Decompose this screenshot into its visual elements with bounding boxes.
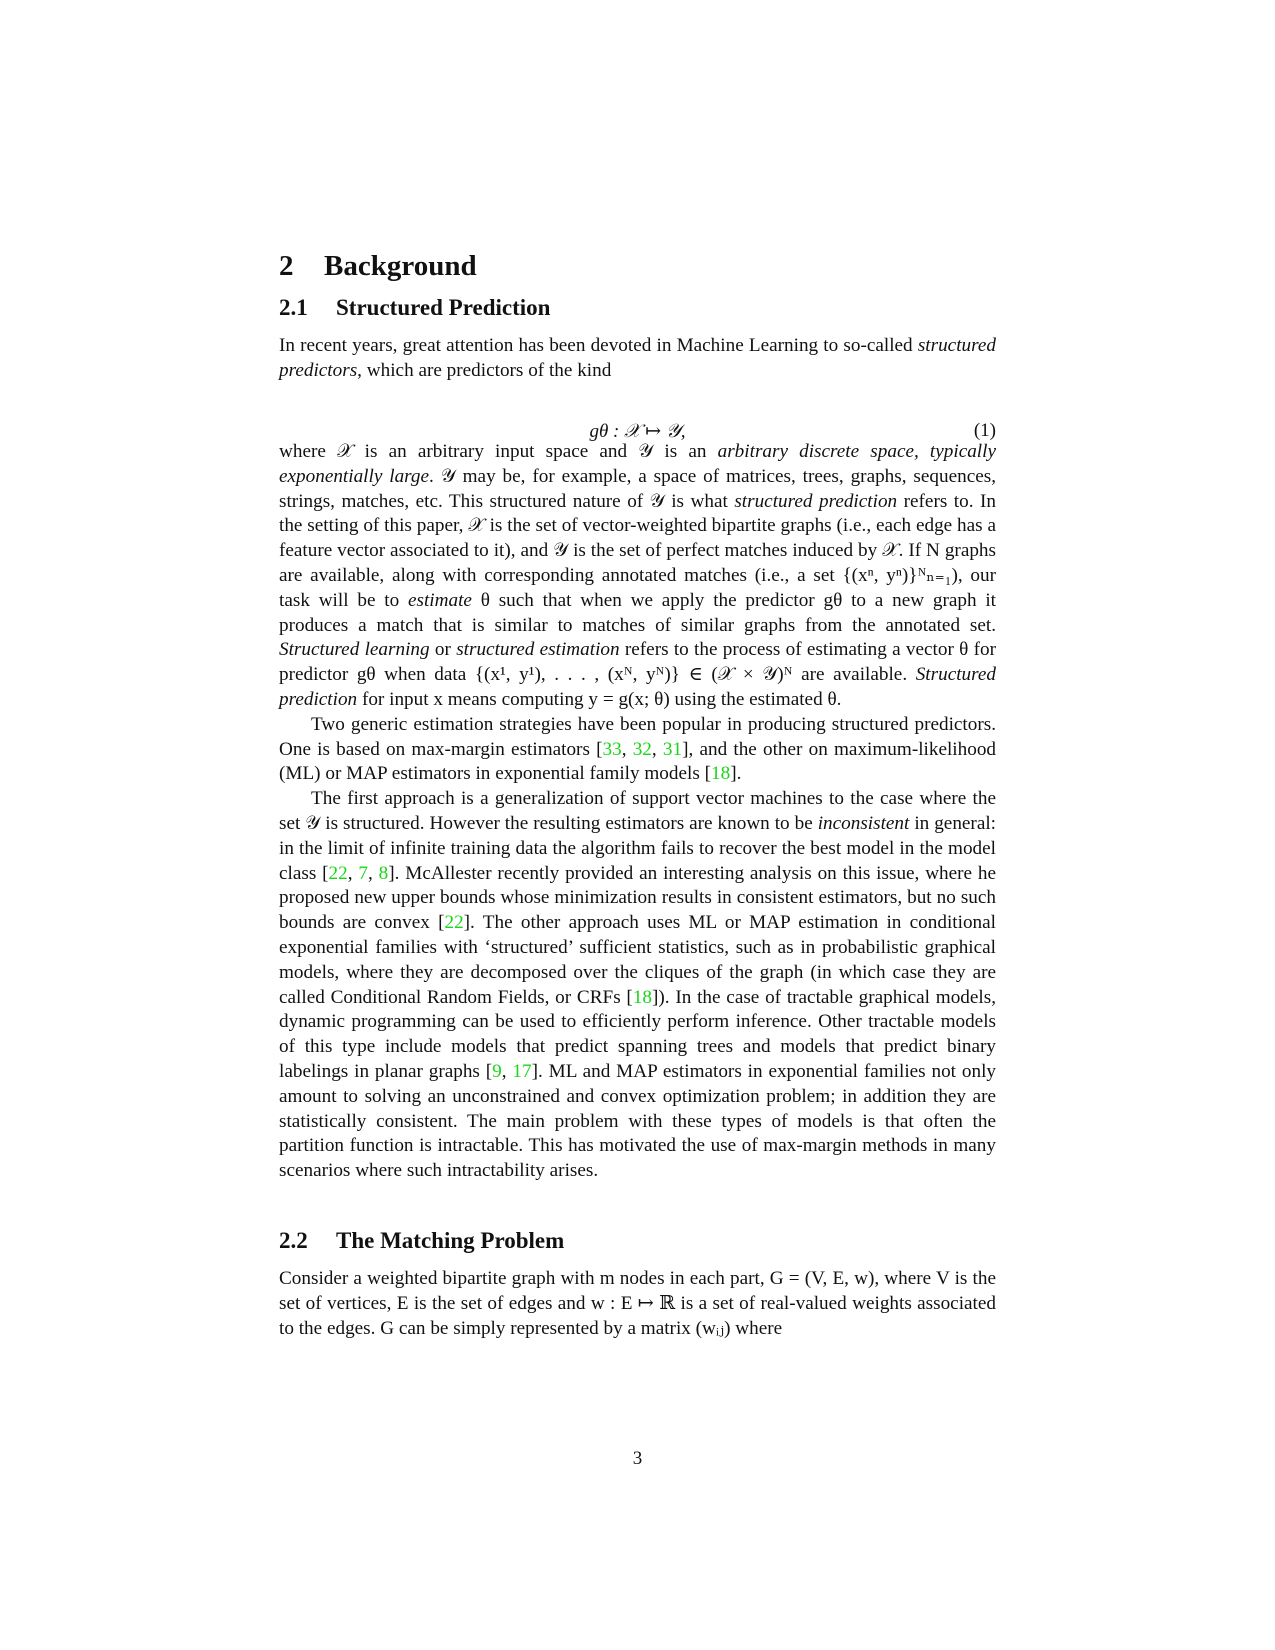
citation-link[interactable]: 32 (632, 738, 652, 760)
paragraph-approaches: The first approach is a generalization o… (279, 788, 997, 1182)
citation-link[interactable]: 8 (378, 862, 389, 884)
page-number: 3 (632, 1448, 643, 1469)
matching-paragraph: Consider a weighted bipartite graph with… (279, 1268, 996, 1339)
citation-link[interactable]: 9 (492, 1060, 502, 1082)
paragraph-strategies: Two generic estimation strategies have b… (279, 713, 997, 785)
citation-link[interactable]: 18 (711, 763, 731, 785)
citation-link[interactable]: 22 (328, 862, 348, 884)
equation-number: (1) (973, 420, 996, 441)
paragraph-definition: where 𝒳 is an arbitrary input space and … (279, 441, 997, 710)
citation-link[interactable]: 33 (602, 738, 622, 760)
citation-link[interactable]: 17 (512, 1060, 532, 1082)
citation-link[interactable]: 7 (358, 862, 368, 884)
body-text: where 𝒳 is an arbitrary input space and … (279, 440, 996, 1184)
citation-link[interactable]: 22 (444, 912, 464, 934)
citation-link[interactable]: 31 (662, 738, 683, 760)
intro-paragraph: In recent years, great attention has bee… (279, 335, 996, 381)
citation-link[interactable]: 18 (632, 986, 653, 1008)
